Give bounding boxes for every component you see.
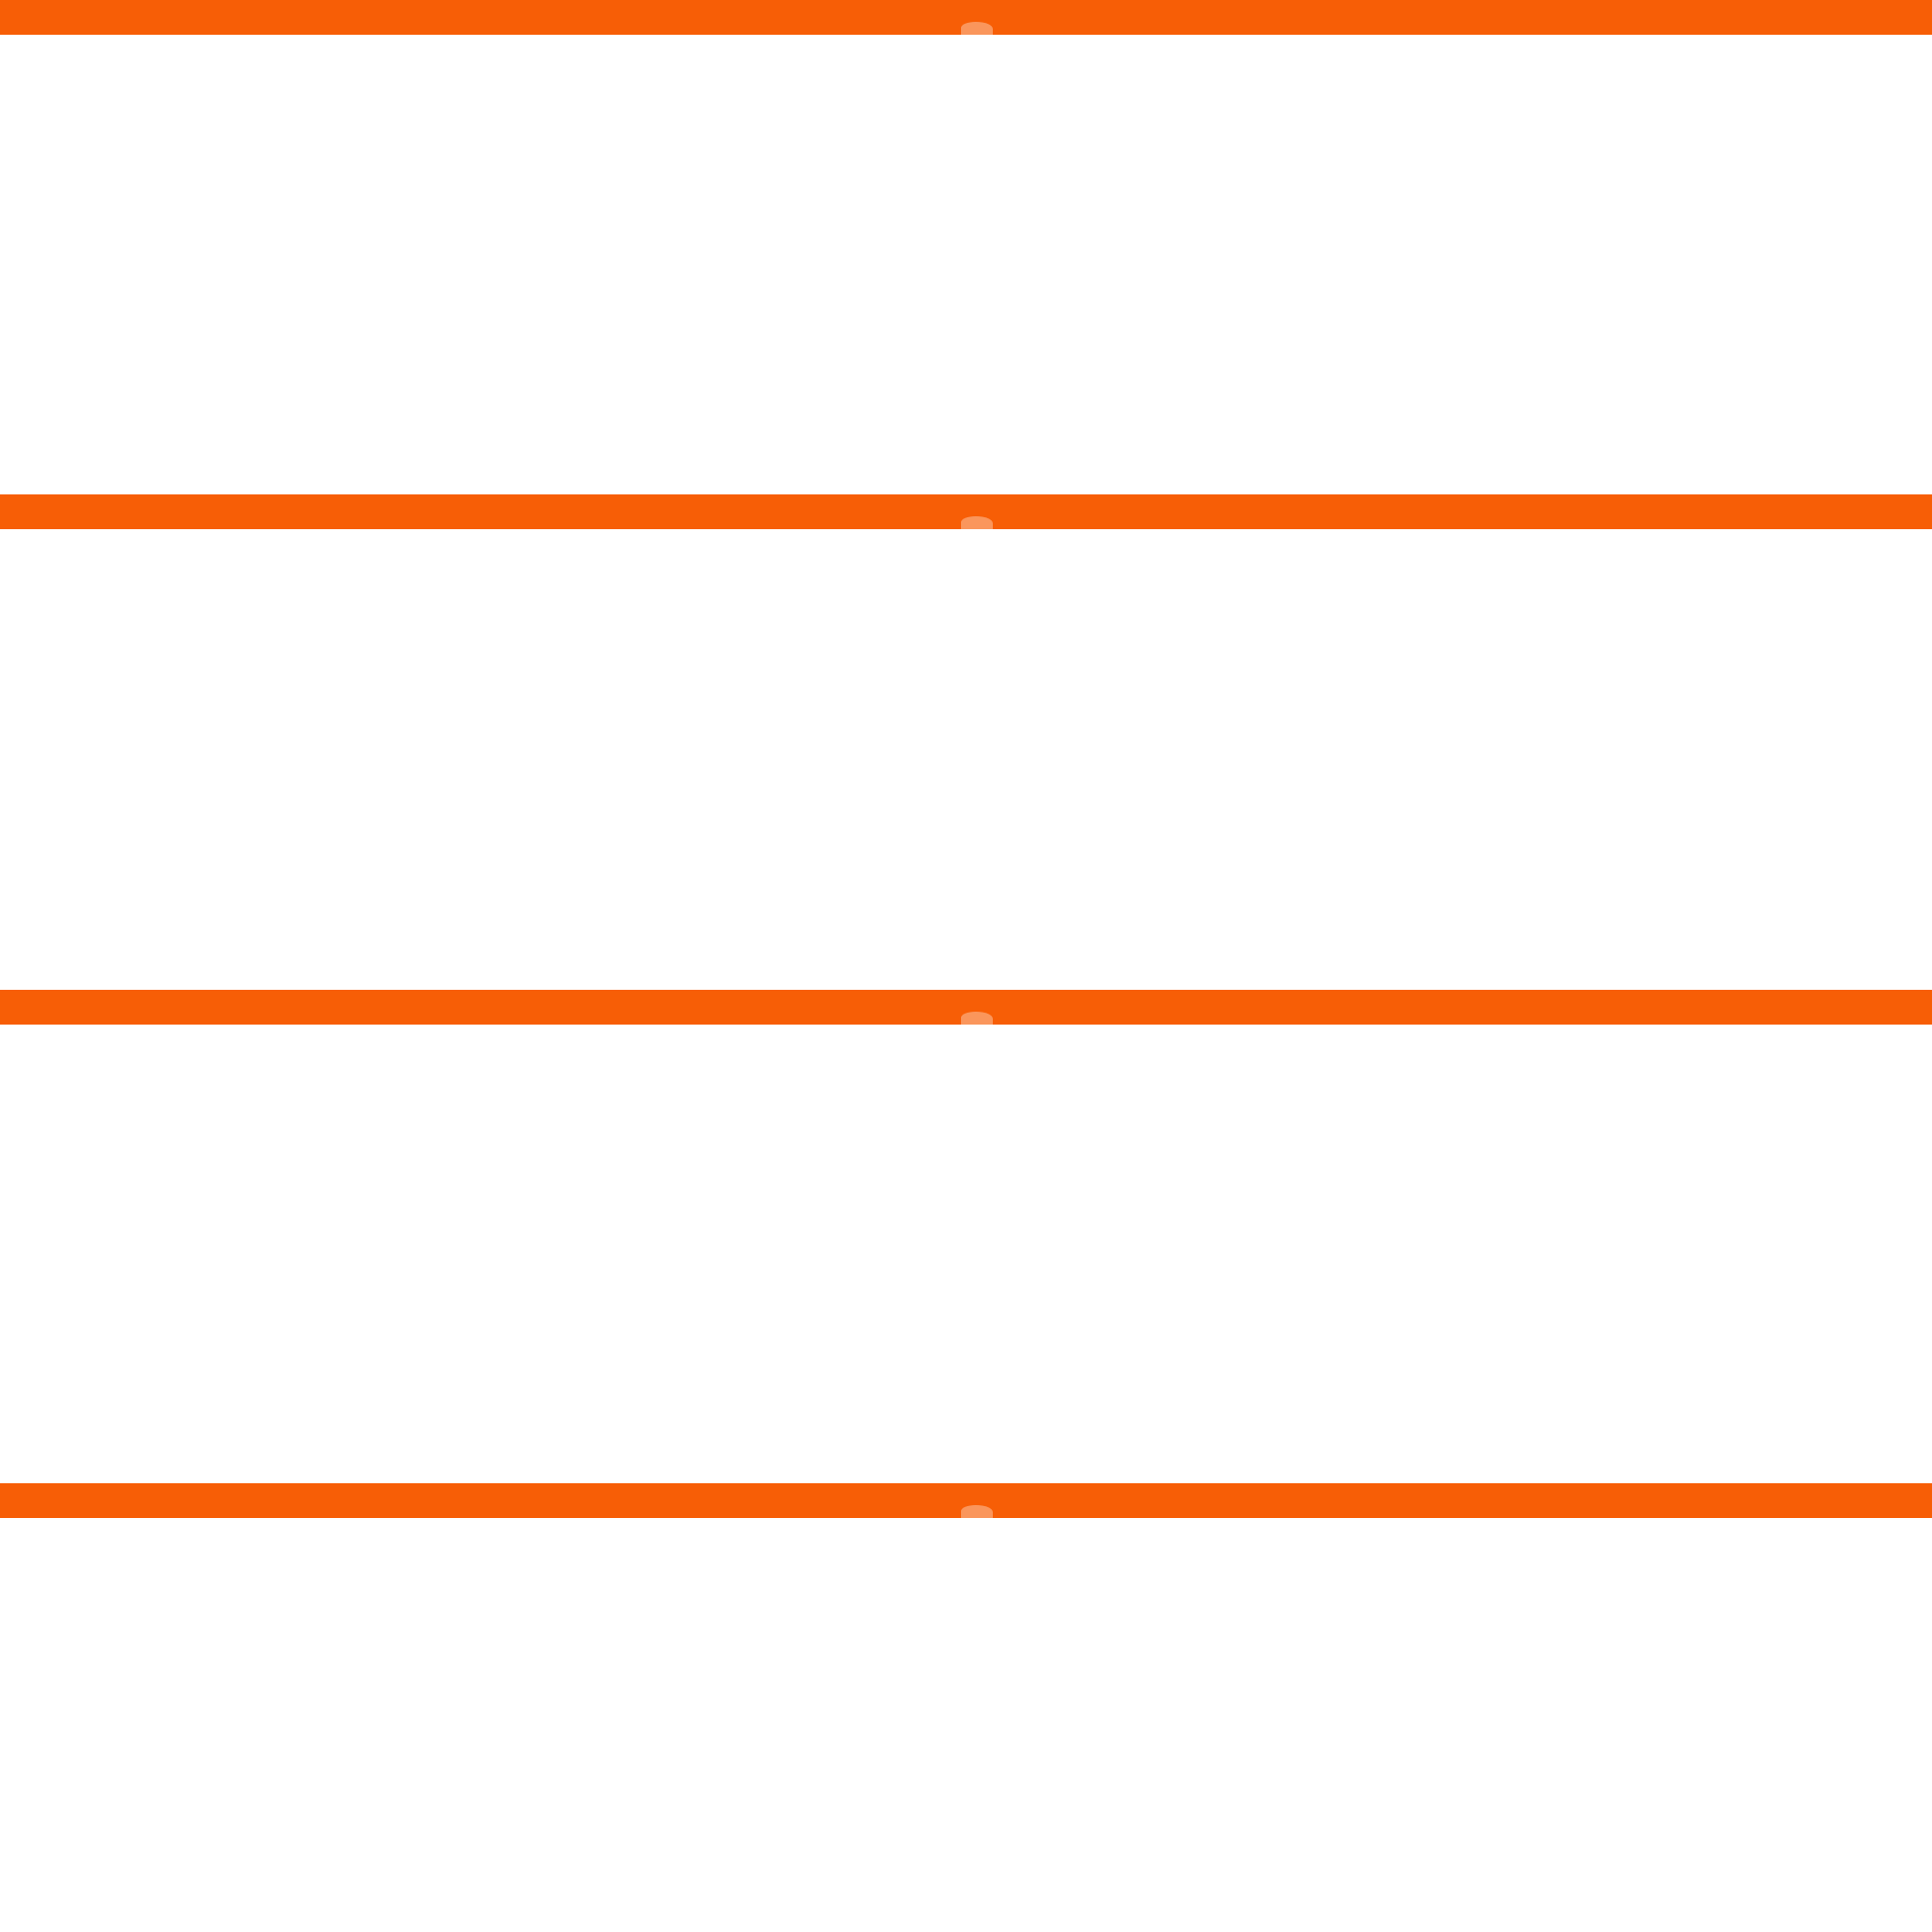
pull-handle[interactable] <box>961 22 993 35</box>
section-divider-3 <box>0 990 1932 1025</box>
section-divider-4 <box>0 1483 1932 1518</box>
section-divider-1 <box>0 0 1932 35</box>
pull-handle[interactable] <box>961 516 993 529</box>
pull-handle[interactable] <box>961 1012 993 1025</box>
section-divider-2 <box>0 494 1932 529</box>
pull-handle[interactable] <box>961 1505 993 1518</box>
